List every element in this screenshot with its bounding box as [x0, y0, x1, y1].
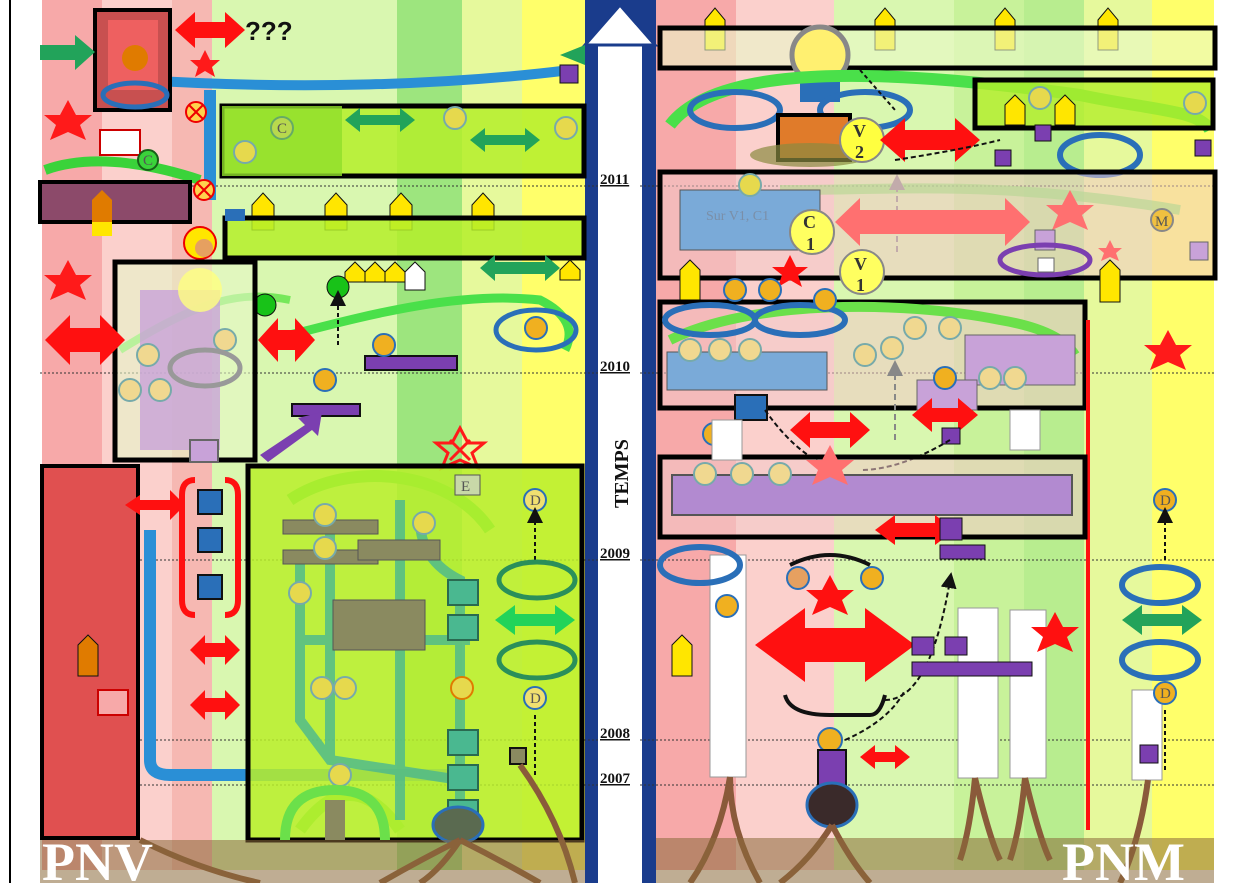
svg-text:D: D: [1160, 686, 1171, 702]
big-red-arrow: [755, 608, 915, 682]
svg-text:C: C: [143, 153, 153, 169]
year-label-2011: 2011: [600, 172, 629, 188]
year-labels: 2011 2010 2009 2008 2007: [600, 172, 631, 787]
unknown-label: ???: [245, 16, 293, 46]
year-label-2007: 2007: [600, 771, 631, 787]
panel-label-pnm: PNM: [1062, 832, 1185, 883]
box-caption-sur-v1-c1: Sur V1, C1: [706, 209, 769, 224]
svg-text:V: V: [853, 121, 866, 141]
svg-text:V: V: [854, 254, 867, 274]
svg-text:1: 1: [856, 275, 865, 295]
year-label-2010: 2010: [600, 359, 630, 375]
svg-text:D: D: [1160, 493, 1171, 509]
svg-text:2: 2: [855, 142, 864, 162]
svg-text:D: D: [530, 691, 541, 707]
svg-text:M: M: [1155, 214, 1168, 230]
year-label-2009: 2009: [600, 546, 630, 562]
group-box-2: [222, 215, 587, 261]
svg-text:C: C: [803, 212, 816, 232]
red-star: [44, 100, 92, 140]
svg-text:C: C: [277, 121, 287, 137]
svg-text:1: 1: [806, 234, 815, 254]
year-label-2008: 2008: [600, 726, 630, 742]
left-panel: ??? C C: [38, 8, 587, 883]
actor-box-left: [38, 180, 192, 224]
red-double-arrow-top: [175, 12, 245, 48]
timeline-arrow-head: [581, 2, 659, 47]
timeline: TEMPS: [581, 0, 659, 883]
panel-label-pnv: PNV: [42, 832, 153, 883]
timeline-axis-label: TEMPS: [611, 439, 633, 508]
group-box-right-1: [657, 25, 1218, 71]
svg-text:D: D: [530, 493, 541, 509]
right-panel: V 2 Sur V1, C1 C 1 M V 1: [656, 7, 1218, 883]
svg-text:E: E: [461, 479, 470, 495]
